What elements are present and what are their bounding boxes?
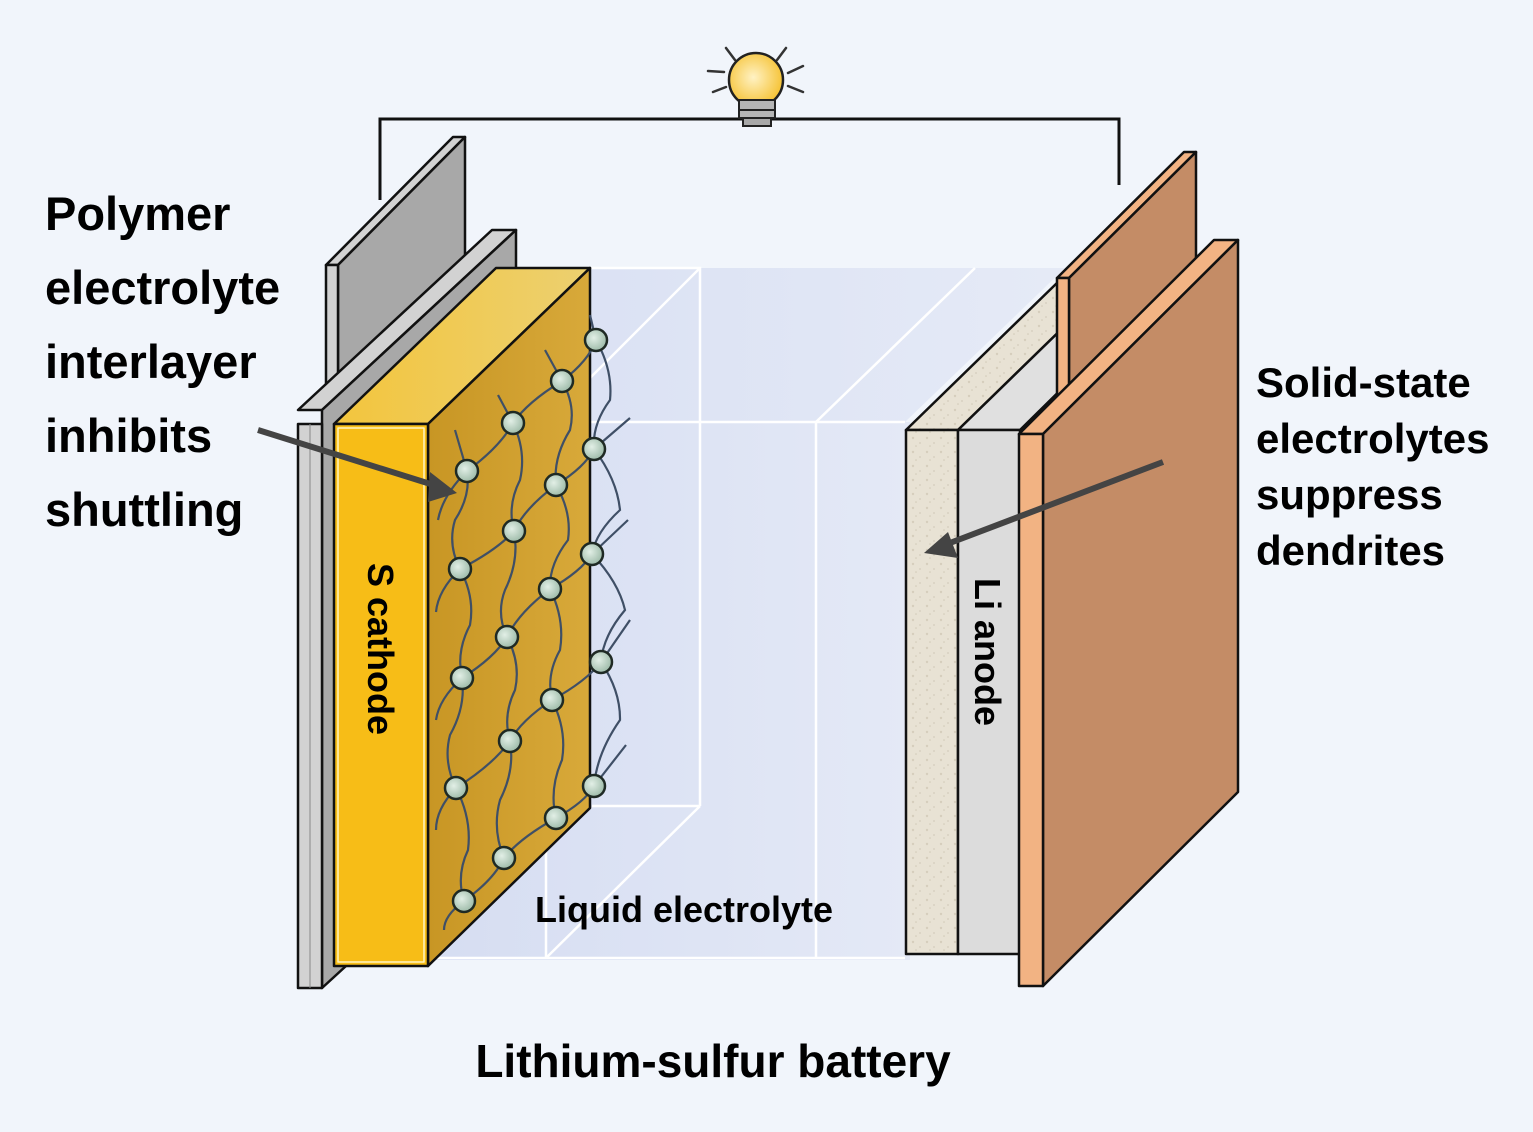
polymer-bead	[583, 327, 609, 353]
polymer-bead	[581, 773, 607, 799]
cathode-label: S cathode	[360, 563, 401, 735]
callout-line: suppress	[1256, 471, 1443, 518]
solid-state-callout: Solid-state electrolytes suppress dendri…	[1256, 362, 1489, 586]
callout-line: Solid-state	[1256, 359, 1471, 406]
circuit-wire	[378, 117, 1121, 200]
callout-line: electrolytes	[1256, 415, 1490, 462]
polymer-interlayer-network	[434, 314, 631, 931]
sulfur-cathode	[332, 266, 592, 968]
polymer-bead	[500, 410, 526, 436]
polymer-bead	[491, 845, 517, 871]
callout-line: electrolyte	[45, 261, 281, 314]
light-bulb-icon	[706, 46, 805, 127]
polymer-bead	[543, 472, 569, 498]
anode-label: Li anode	[967, 578, 1008, 726]
polymer-bead	[494, 624, 520, 650]
polymer-bead	[549, 368, 575, 394]
polymer-interlayer-callout: Polymer electrolyte interlayer inhibits …	[45, 190, 280, 560]
polymer-bead	[539, 687, 565, 713]
polymer-bead	[537, 576, 563, 602]
polymer-bead	[443, 775, 469, 801]
polymer-bead	[588, 649, 614, 675]
polymer-bead	[451, 888, 477, 914]
callout-line: interlayer	[45, 335, 257, 388]
polymer-bead	[454, 458, 480, 484]
callout-line: shuttling	[45, 483, 244, 536]
polymer-bead	[447, 556, 473, 582]
arrow-to-interlayer	[257, 427, 457, 502]
callout-line: Polymer	[45, 187, 231, 240]
polymer-bead	[497, 728, 523, 754]
arrow-to-solid-electrolyte	[924, 459, 1165, 558]
polymer-bead	[579, 541, 605, 567]
polymer-bead	[581, 436, 607, 462]
polymer-bead	[501, 518, 527, 544]
polymer-bead	[543, 805, 569, 831]
callout-line: inhibits	[45, 409, 213, 462]
diagram-title: Lithium-sulfur battery	[475, 1035, 951, 1087]
polymer-bead	[449, 665, 475, 691]
callout-line: dendrites	[1256, 527, 1446, 574]
anode-current-collector	[1017, 150, 1240, 988]
liquid-electrolyte-label: Liquid electrolyte	[535, 889, 833, 930]
